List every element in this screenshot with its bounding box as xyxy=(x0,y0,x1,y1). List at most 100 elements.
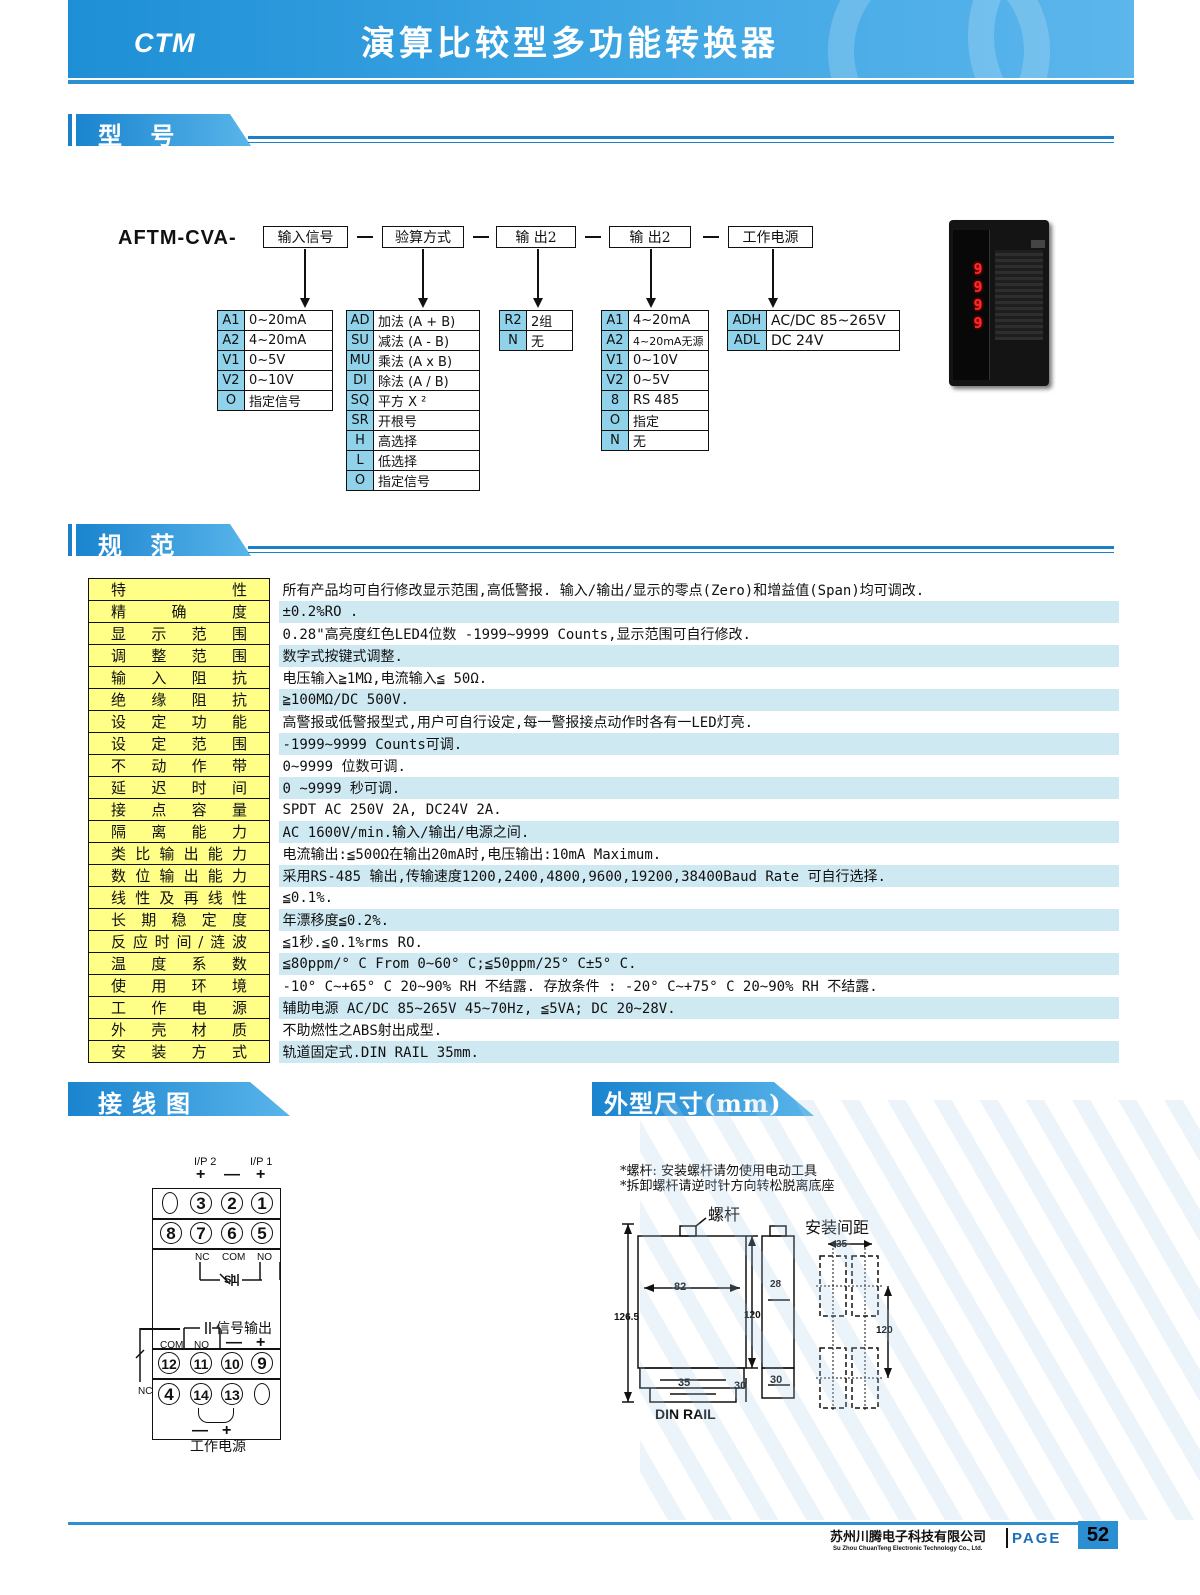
height-total-dim: 126.5 xyxy=(614,1312,640,1323)
blank-terminal xyxy=(254,1383,270,1405)
table-row: 设定范围-1999~9999 Counts可调. xyxy=(88,732,1119,755)
terminal-14: 14 xyxy=(190,1383,212,1405)
relay-nc: NC xyxy=(195,1252,210,1263)
terminal-13: 13 xyxy=(221,1383,243,1405)
section-title: 接线图 xyxy=(98,1089,200,1118)
terminal-6: 6 xyxy=(221,1222,243,1244)
no-label: NO xyxy=(194,1340,209,1351)
table-row: 数位输出能力采用RS-485 输出,传输速度1200,2400,4800,960… xyxy=(88,864,1119,887)
plus-sign: + xyxy=(196,1166,206,1183)
wiring-diagram: I/P 2 I/P 1 + — + 3 2 1 8 7 6 5 NC COM N… xyxy=(120,1150,300,1460)
note-1: *螺杆: 安装螺杆请勿使用电动工具 xyxy=(620,1164,818,1179)
minus-sign: — xyxy=(224,1166,240,1183)
rail-dim: 35 xyxy=(678,1377,691,1389)
spacing-width-dim: 35 xyxy=(836,1239,848,1250)
table-row: 工作电源辅助电源 AC/DC 85~265V 45~70Hz, ≦5VA; DC… xyxy=(88,996,1119,1019)
relay-com: COM xyxy=(222,1252,246,1263)
terminal-7: 7 xyxy=(190,1222,212,1244)
company-name: 苏州川腾电子科技有限公司 xyxy=(830,1530,987,1545)
table-row: 精确度±0.2%RO . xyxy=(88,600,1119,623)
plus-sign: + xyxy=(222,1422,232,1439)
table-row: 长期稳定度年漂移度≦0.2%. xyxy=(88,908,1119,931)
spec-table: 特性所有产品均可自行修改显示范围,高低警报. 输入/输出/显示的零点(Zero)… xyxy=(88,578,1119,1063)
table-row: 特性所有产品均可自行修改显示范围,高低警报. 输入/输出/显示的零点(Zero)… xyxy=(88,578,1119,601)
table-row: 绝缘阻抗≧100MΩ/DC 500V. xyxy=(88,688,1119,711)
table-row: 外壳材质不助燃性之ABS射出成型. xyxy=(88,1018,1119,1041)
terminal-8: 8 xyxy=(160,1222,182,1244)
terminal-10: 10 xyxy=(221,1352,243,1374)
spacing-height-dim: 120 xyxy=(876,1325,893,1336)
page-number: 52 xyxy=(1078,1521,1118,1549)
section-header-spec: 规 范 xyxy=(68,524,1118,560)
model-prefix: AFTM-CVA- xyxy=(118,227,237,249)
note-2: *拆卸螺杆请逆时针方向转松脱离底座 xyxy=(620,1179,835,1194)
width-dim: 82 xyxy=(674,1281,687,1293)
company-name-en: Su Zhou ChuanTeng Electronic Technology … xyxy=(833,1546,983,1552)
terminal-1: 1 xyxy=(251,1192,273,1214)
table-row: 使用环境-10° C~+65° C 20~90% RH 不结露. 存放条件 : … xyxy=(88,974,1119,997)
terminal-12: 12 xyxy=(158,1352,180,1374)
dimension-drawing xyxy=(622,1217,892,1412)
dimension-notes: *螺杆: 安装螺杆请勿使用电动工具 *拆卸螺杆请逆时针方向转松脱离底座 xyxy=(620,1164,835,1194)
screw-label: 螺杆 xyxy=(708,1205,741,1224)
terminal-11: 11 xyxy=(190,1352,212,1374)
section-title: 型 号 xyxy=(98,121,185,150)
field-calc-method: 验算方式 xyxy=(382,226,464,248)
plus-sign: + xyxy=(256,1334,266,1351)
terminal-4: 4 xyxy=(158,1383,180,1405)
nc-label: NC xyxy=(138,1386,153,1397)
field-power: 工作电源 xyxy=(728,226,813,248)
section-title: 外型尺寸(mm) xyxy=(604,1089,782,1118)
height-dim: 120 xyxy=(744,1310,761,1321)
section-header-model: 型 号 xyxy=(68,114,1118,150)
page-title: 演算比较型多功能转换器 xyxy=(361,24,779,64)
section-title: 规 范 xyxy=(98,531,185,560)
base-dim-side: 30 xyxy=(770,1374,783,1386)
ip2-label: I/P 2 xyxy=(194,1156,217,1168)
ip1-label: I/P 1 xyxy=(250,1156,273,1168)
minus-sign: — xyxy=(192,1422,208,1439)
base-dim: 30 xyxy=(734,1380,747,1392)
header-rule xyxy=(68,80,1134,84)
relay-symbol xyxy=(199,1262,280,1286)
minus-sign: — xyxy=(226,1334,242,1351)
power-label: 工作电源 xyxy=(190,1439,246,1455)
relay-no: NO xyxy=(257,1252,272,1263)
signal-output-label: 信号输出 xyxy=(216,1321,272,1337)
blank-terminal xyxy=(162,1192,178,1214)
field-output2-b: 输 出2 xyxy=(609,226,691,248)
din-rail-label: DIN RAIL xyxy=(655,1406,716,1422)
page-label: PAGE xyxy=(1012,1530,1062,1547)
table-row: 调整范围数字式按键式调整. xyxy=(88,644,1119,667)
terminal-5: 5 xyxy=(251,1222,273,1244)
relay-name: S1 xyxy=(224,1274,238,1286)
terminal-2: 2 xyxy=(221,1192,243,1214)
brand-logo: CTM xyxy=(134,28,196,58)
table-row: 设定功能高警报或低警报型式,用户可自行设定,每一警报接点动作时各有一LED灯亮. xyxy=(88,710,1119,733)
table-row: 反应时间/涟波≦1秒.≦0.1%rms RO. xyxy=(88,930,1119,953)
table-row: 类比输出能力电流输出:≦500Ω在输出20mA时,电压输出:10mA Maxim… xyxy=(88,842,1119,865)
field-output2-a: 输 出2 xyxy=(496,226,576,248)
table-row: 线性及再线性≦0.1%. xyxy=(88,886,1119,909)
plus-sign: + xyxy=(256,1166,266,1183)
side-vent xyxy=(995,250,1043,340)
terminal-9: 9 xyxy=(251,1352,273,1374)
table-row: 温度系数≦80ppm/° C From 0~60° C;≦50ppm/25° C… xyxy=(88,952,1119,975)
display-panel xyxy=(953,230,990,380)
terminal-3: 3 xyxy=(190,1192,212,1214)
section-header-wiring: 接线图 xyxy=(68,1082,298,1118)
footer-rule xyxy=(68,1522,1080,1525)
terminal-clip xyxy=(1031,240,1045,248)
spacing-label: 安装间距 xyxy=(805,1218,870,1237)
com-label: COM xyxy=(160,1340,184,1351)
signal-output-line xyxy=(135,1322,221,1382)
led-display: 9999 xyxy=(969,260,987,332)
